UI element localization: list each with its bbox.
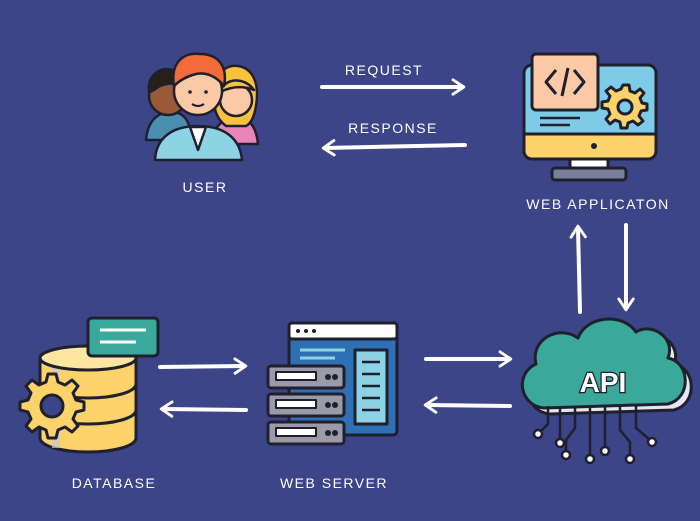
database-gear	[18, 372, 86, 440]
user-label: USER	[182, 179, 228, 195]
monitor-code-gear-icon	[522, 52, 658, 182]
web-application-label: WEB APPLICATON	[526, 196, 670, 212]
db-to-server-arrow	[158, 357, 248, 375]
api-to-webapp-arrow	[569, 224, 587, 314]
web-server-label: WEB SERVER	[279, 475, 389, 491]
database-label: DATABASE	[71, 475, 157, 491]
response-label: RESPONSE	[348, 120, 438, 136]
server-to-db-arrow	[159, 400, 248, 418]
database-gear-icon	[18, 316, 160, 454]
request-label: REQUEST	[344, 62, 424, 78]
server-rack-icon	[266, 321, 399, 446]
api-to-server-arrow	[423, 396, 512, 414]
response-arrow	[321, 139, 467, 157]
gear-icon	[600, 83, 649, 130]
api-badge-text: API	[580, 367, 627, 398]
api-cloud-icon: API	[520, 317, 693, 465]
users-group-icon	[144, 52, 260, 162]
